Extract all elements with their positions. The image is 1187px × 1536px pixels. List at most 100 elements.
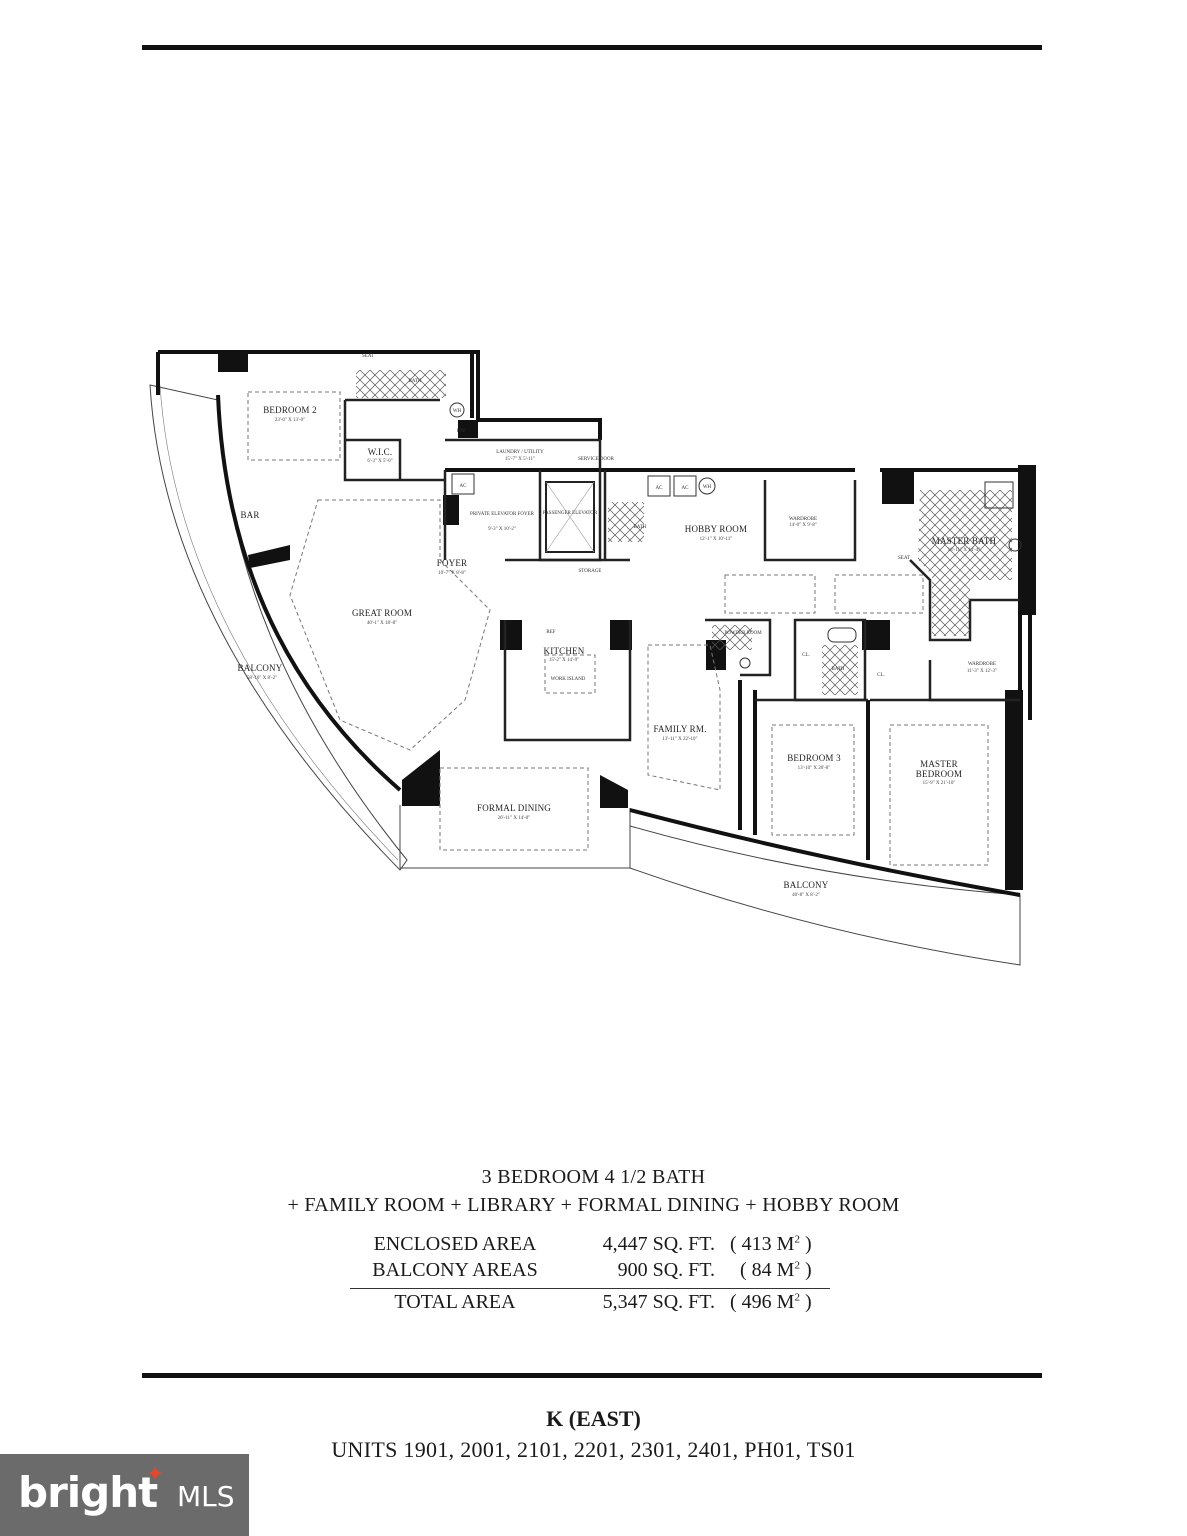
wall-block (218, 352, 248, 372)
watermark-word: bright (18, 1468, 158, 1517)
balcony-west-label: BALCONY (238, 663, 283, 673)
wall-block (862, 620, 890, 650)
bath-top-tile (356, 370, 446, 398)
bath-mid-label: BATH (633, 525, 646, 530)
master-bath-tile (918, 490, 1012, 636)
closet-tag: CL. (802, 653, 810, 658)
great-room-label: GREAT ROOM (352, 608, 412, 618)
closet-tag: CL. (877, 673, 885, 678)
elevator-label: PASSENGER ELEVATOR (543, 511, 598, 516)
furniture-outlines (247, 391, 989, 866)
formal-dining-label: FORMAL DINING (477, 803, 551, 813)
ac-tag: AC (656, 486, 664, 491)
wall-block (402, 750, 440, 806)
hobby-room-label: HOBBY ROOM (685, 524, 747, 534)
wall-block (1018, 465, 1036, 615)
master-bath-label: MASTER BATH (932, 536, 997, 546)
bedroom3-label: BEDROOM 3 (787, 753, 841, 763)
hobby-room-dim: 12'-1" X 10'-11" (700, 537, 733, 542)
foyer-label: FOYER (437, 558, 468, 568)
master-bedroom-dim: 15'-9" X 21'-10" (923, 781, 956, 786)
ref-tag: REF (546, 630, 555, 635)
master-bedroom-label-1: MASTER (920, 759, 958, 769)
unit-type-title: K (EAST) (546, 1406, 641, 1431)
seat-tag: SEAT (898, 556, 910, 561)
great-room-dim: 40'-1" X 18'-8" (367, 621, 397, 626)
dw-tag: DW (457, 429, 466, 434)
bath3-tile (822, 645, 858, 695)
family-rm-dim: 13'-11" X 22'-10" (662, 737, 697, 742)
kitchen-label: KITCHEN (544, 646, 585, 656)
elevator-cross (545, 481, 595, 553)
area-row-enclosed: ENCLOSED AREA 4,447 SQ. FT. ( 413 M2 ) (350, 1233, 830, 1259)
bath-top-label: BATH (408, 379, 421, 384)
wall-block (610, 620, 632, 650)
bar-label: BAR (240, 510, 259, 520)
unit-summary-line1: 3 BEDROOM 4 1/2 BATH (481, 1166, 706, 1188)
area-label: ENCLOSED AREA (373, 1233, 537, 1255)
powder-room-label: POWDER ROOM (724, 631, 762, 636)
foyer-dim: 10'-7" X 8'-8" (438, 571, 466, 576)
wall-block (443, 495, 459, 525)
wall-block (248, 545, 290, 568)
balcony-south-dim: 40'-8" X 8'-2" (792, 893, 820, 898)
balcony-west-inner (159, 384, 399, 861)
area-row-balcony: BALCONY AREAS 900 SQ. FT. ( 84 M2 ) (350, 1259, 830, 1285)
elevator-shaft (545, 481, 595, 553)
bright-mls-watermark: bright ✦ MLS (0, 1454, 249, 1536)
bath-mid-tile (608, 502, 644, 542)
area-m2: ( 84 M2 ) (740, 1259, 812, 1281)
star-icon: ✦ (146, 1462, 165, 1487)
bedroom3-dim: 13'-10" X 20'-8" (798, 766, 831, 771)
floor-plan: BEDROOM 2 23'-0" X 13'-0" BATH W.I.C. 6'… (149, 350, 1036, 966)
wardrobe-top-label: WARDROBE (789, 517, 817, 522)
private-foyer-dim: 9'-3" X 10'-2" (488, 527, 516, 532)
ac-tag: AC (682, 486, 690, 491)
watermark-suffix: MLS (177, 1480, 235, 1513)
private-foyer-label: PRIVATE ELEVATOR FOYER (470, 512, 535, 517)
interior-walls (343, 398, 1020, 742)
area-m2: ( 496 M2 ) (730, 1291, 812, 1313)
balcony-south-outline (629, 825, 1021, 966)
wardrobe-right-dim: 11'-3" X 12'-3" (967, 669, 997, 674)
unit-numbers: UNITS 1901, 2001, 2101, 2201, 2301, 2401… (331, 1437, 856, 1462)
area-m2: ( 413 M2 ) (730, 1233, 812, 1255)
dining-balcony-outline (399, 805, 631, 869)
wh-tag: WH (453, 409, 462, 414)
wall-block (882, 472, 914, 504)
kitchen-dim: 15'-2" X 14'-9" (549, 658, 579, 663)
seat-tag: SEAT (362, 354, 374, 359)
area-divider (350, 1288, 830, 1289)
powder-tile (712, 625, 752, 650)
bottom-rule (142, 1373, 1042, 1378)
laundry-dim: 15'-7" X 5'-11" (505, 457, 535, 462)
ac-tag: AC (460, 484, 468, 489)
family-rm-label: FAMILY RM. (653, 724, 706, 734)
balcony-west-outline (149, 384, 408, 871)
area-label: TOTAL AREA (394, 1291, 516, 1313)
bath3-label: BATH (831, 667, 844, 672)
work-island-label: WORK ISLAND (551, 677, 586, 682)
area-label: BALCONY AREAS (372, 1259, 538, 1281)
laundry-label: LAUNDRY / UTILITY (496, 450, 544, 455)
balcony-west-dim: 58'-10" X 8'-2" (247, 676, 277, 681)
master-bedroom-label-2: BEDROOM (916, 769, 962, 779)
area-row-total: TOTAL AREA 5,347 SQ. FT. ( 496 M2 ) (350, 1291, 830, 1317)
service-door-label: SERVICE DOOR (578, 457, 615, 462)
fixtures: AC AC AC WH WH DW REF SEAT SEAT CL. CL. (362, 354, 1022, 678)
wall-block (1005, 690, 1023, 890)
balcony-south-label: BALCONY (784, 880, 829, 890)
wall-block (458, 420, 478, 438)
unit-summary-line2: + FAMILY ROOM + LIBRARY + FORMAL DINING … (287, 1194, 900, 1216)
master-bath-dim: 18'-11" X 14'-4" (948, 548, 981, 553)
bedroom2-label: BEDROOM 2 (263, 405, 317, 415)
area-sqft: 900 SQ. FT. (617, 1259, 715, 1281)
wh-tag: WH (703, 485, 712, 490)
storage-label: STORAGE (579, 569, 602, 574)
area-sqft: 5,347 SQ. FT. (602, 1291, 715, 1313)
formal-dining-dim: 26'-11" X 14'-0" (498, 816, 531, 821)
bedroom2-dim: 23'-0" X 13'-0" (275, 418, 305, 423)
wic-dim: 6'-3" X 5'-0" (367, 459, 392, 464)
top-rule (142, 45, 1042, 50)
wall-block (600, 775, 628, 808)
